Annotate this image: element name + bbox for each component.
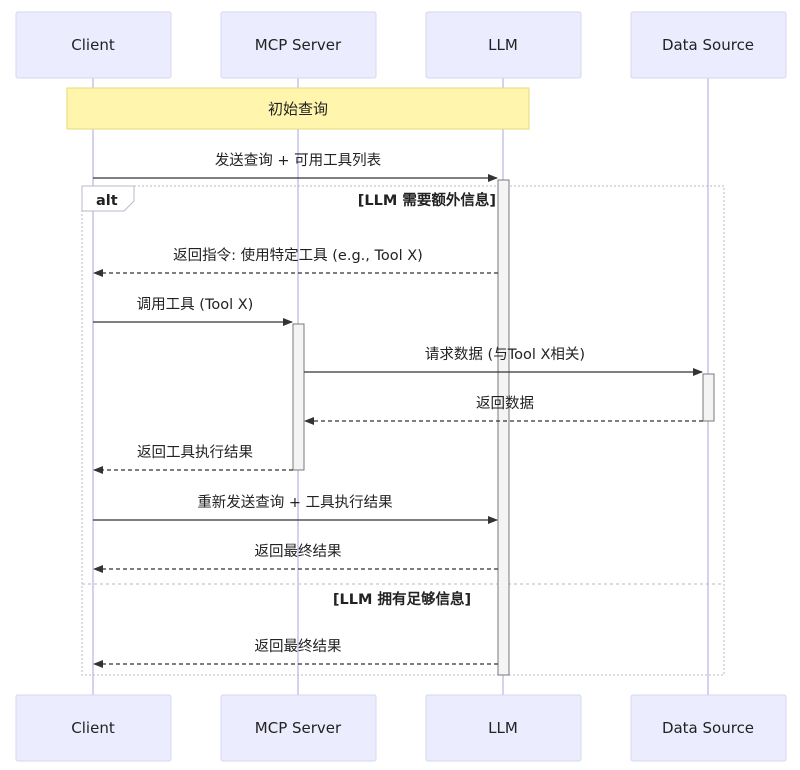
actor-data-source-top: Data Source [630, 11, 787, 79]
message-return-instruction: 返回指令: 使用特定工具 (e.g., Tool X) [93, 247, 498, 277]
activation-data-source [702, 373, 715, 422]
alt-condition-1: [LLM 需要额外信息] [358, 191, 496, 209]
message-label: 发送查询 + 可用工具列表 [215, 152, 382, 169]
actor-label: MCP Server [255, 719, 342, 737]
actor-mcp-server-bottom: MCP Server [220, 694, 377, 762]
alt-frame-label: alt [96, 193, 118, 209]
actor-data-source-bottom: Data Source [630, 694, 787, 762]
actor-llm-bottom: LLM [425, 694, 582, 762]
message-call-tool: 调用工具 (Tool X) [93, 296, 293, 326]
alt-frame: alt [LLM 需要额外信息] [LLM 拥有足够信息] [81, 185, 725, 676]
message-return-tool-result: 返回工具执行结果 [93, 444, 293, 474]
message-label: 重新发送查询 + 工具执行结果 [197, 494, 392, 511]
message-request-data: 请求数据 (与Tool X相关) [304, 346, 703, 376]
message-label: 返回指令: 使用特定工具 (e.g., Tool X) [173, 247, 423, 264]
message-resend-query: 重新发送查询 + 工具执行结果 [93, 494, 498, 524]
activation-llm [497, 179, 510, 676]
actor-label: Data Source [662, 719, 754, 737]
alt-frame-tag [81, 185, 135, 212]
message-return-final-result-1: 返回最终结果 [93, 543, 498, 573]
actor-llm-top: LLM [425, 11, 582, 79]
actor-label: LLM [488, 719, 518, 737]
message-return-data: 返回数据 [304, 395, 703, 425]
message-label: 调用工具 (Tool X) [137, 296, 254, 313]
actor-client-top: Client [15, 11, 172, 79]
message-label: 请求数据 (与Tool X相关) [425, 346, 585, 363]
message-label: 返回最终结果 [255, 543, 342, 560]
message-send-query: 发送查询 + 可用工具列表 [93, 152, 498, 182]
actor-label: Client [71, 36, 115, 54]
note-initial-query: 初始查询 [66, 87, 530, 130]
actor-label: Data Source [662, 36, 754, 54]
actor-client-bottom: Client [15, 694, 172, 762]
note-text: 初始查询 [268, 100, 328, 118]
message-label: 返回数据 [476, 395, 534, 412]
actor-label: Client [71, 719, 115, 737]
actor-label: LLM [488, 36, 518, 54]
activation-mcp-server [292, 323, 305, 471]
message-return-final-result-2: 返回最终结果 [93, 638, 498, 668]
actor-mcp-server-top: MCP Server [220, 11, 377, 79]
alt-condition-2: [LLM 拥有足够信息] [333, 590, 471, 608]
message-label: 返回工具执行结果 [137, 444, 253, 461]
message-label: 返回最终结果 [255, 638, 342, 655]
actor-label: MCP Server [255, 36, 342, 54]
